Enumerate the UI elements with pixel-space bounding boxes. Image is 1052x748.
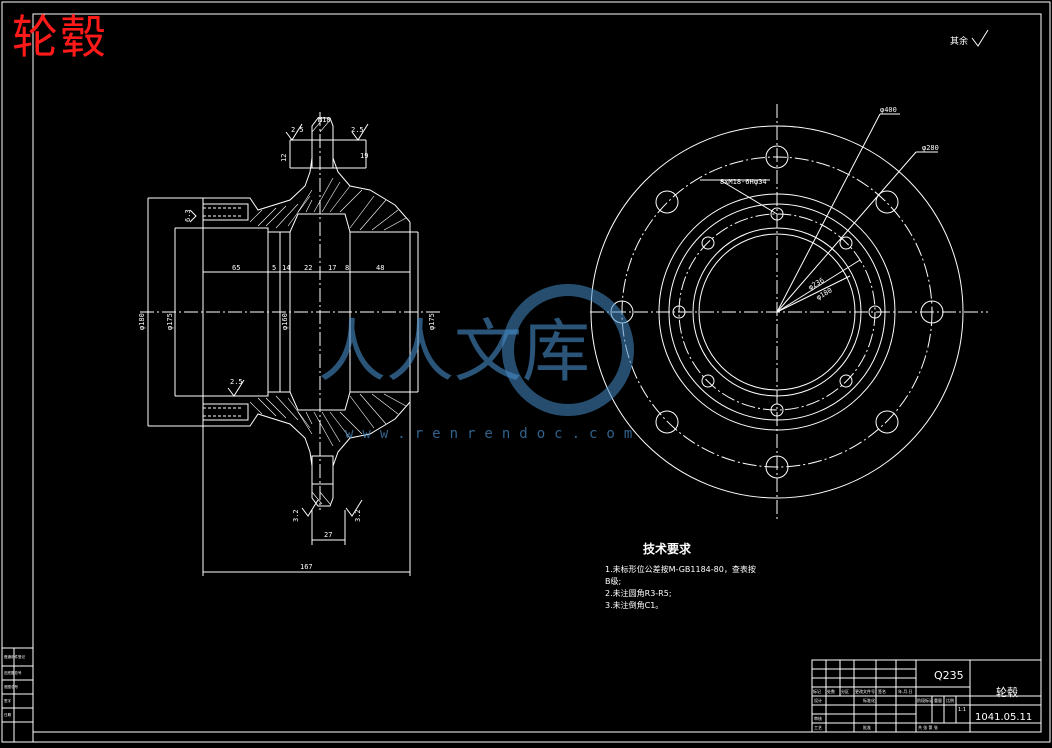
dim-len-a: 65 (232, 264, 240, 272)
dim-len-b: 5 (272, 264, 276, 272)
title-block (811, 659, 1042, 733)
label-sheets: 共 张 第 张 (918, 724, 938, 730)
label-standard: 标准化 (863, 697, 875, 703)
dim-len-f: 8 (345, 264, 349, 272)
dim-roughness-left: 6.3 (184, 209, 192, 222)
dim-roughness-bottom-right: 3.2 (354, 509, 362, 522)
front-view (590, 104, 988, 520)
dim-small-pcd: φ34 (754, 178, 767, 186)
part-name: 轮毂 (996, 685, 1018, 699)
front-dimensions: φ400 φ280 8xM18-6H φ34 φ236 φ180 (720, 106, 939, 302)
dim-small-width: 12 (280, 154, 288, 162)
dim-roughness-top-right: 2.5 (351, 126, 364, 134)
inner-border (32, 13, 1042, 733)
tech-title: 技术要求 (643, 542, 692, 556)
section-dimensions: 2.5 2.5 φ180 φ175 φ160 φ175 65 5 14 22 1… (138, 116, 436, 571)
dim-small-height: 19 (360, 152, 368, 160)
dim-inner-2: φ180 (815, 286, 834, 301)
surface-note: 其余 (950, 37, 969, 47)
dim-flange-width: 27 (324, 531, 332, 539)
material: Q235 (934, 669, 964, 682)
dim-hub-left: φ180 (138, 313, 146, 330)
section-view (140, 112, 440, 576)
side-item-1: 借通用件登记 (4, 654, 25, 659)
dim-len-e: 17 (328, 264, 336, 272)
scale: 1:1 (958, 707, 966, 713)
tech-line-4: 3.未注倒角C1。 (605, 601, 664, 610)
dim-total-length: 167 (300, 563, 313, 571)
dim-bore-left: φ175 (166, 313, 174, 330)
label-zone: 分区 (841, 688, 849, 694)
label-mark: 标记 (813, 688, 821, 694)
drawing-date: 1041.05.11 (975, 712, 1032, 723)
dim-roughness-top-left: 2.5 (291, 126, 304, 134)
label-review: 审核 (814, 715, 822, 721)
label-date: 年.月.日 (898, 688, 913, 694)
dim-mid: φ160 (281, 313, 289, 330)
dim-bore-right: φ175 (428, 313, 436, 330)
watermark-url: www.renrendoc.com (345, 426, 642, 442)
dim-len-g: 48 (376, 264, 384, 272)
dim-pcd: φ280 (922, 144, 939, 152)
label-process: 工艺 (814, 725, 822, 730)
side-item-2: 旧底图总号 (4, 670, 22, 675)
label-approve: 批准 (863, 724, 871, 730)
dim-outer-diameter: φ400 (880, 106, 897, 114)
label-weight: 重量 (934, 697, 942, 703)
side-item-4: 签字 (4, 698, 11, 703)
side-item-5: 日期 (4, 712, 11, 717)
tech-line-1: 1.未标形位公差按M-GB1184-80，查表按 (605, 565, 756, 574)
side-item-3: 底图总号 (4, 684, 18, 689)
label-change-doc: 更改文件号 (855, 688, 875, 694)
label-count: 处数 (827, 688, 835, 694)
dim-roughness-inner: 2.5 (230, 378, 243, 386)
side-strip-text: 借通用件登记 旧底图总号 底图总号 签字 日期 (4, 654, 25, 717)
label-ratio: 比例 (946, 697, 954, 703)
dim-thread: M18 (318, 116, 331, 124)
drawing-title: 轮毂 (12, 10, 108, 64)
label-sign: 签名 (878, 688, 886, 694)
dim-len-c: 14 (282, 264, 290, 272)
roughness-symbol-icon (971, 29, 989, 47)
dim-roughness-bottom-left: 3.2 (292, 509, 300, 522)
dim-len-d: 22 (304, 264, 312, 272)
dim-holes-note: 8xM18-6H (720, 178, 754, 186)
side-strip (1, 647, 34, 743)
tech-line-3: 2.未注圆角R3-R5; (605, 589, 672, 598)
title-block-text: Q235 轮毂 1041.05.11 1:1 标记 处数 分区 更改文件号 签名… (813, 669, 1032, 730)
label-design: 设计 (814, 697, 822, 703)
tech-line-2: B级; (605, 577, 622, 586)
label-stage: 阶段标记 (917, 697, 933, 703)
